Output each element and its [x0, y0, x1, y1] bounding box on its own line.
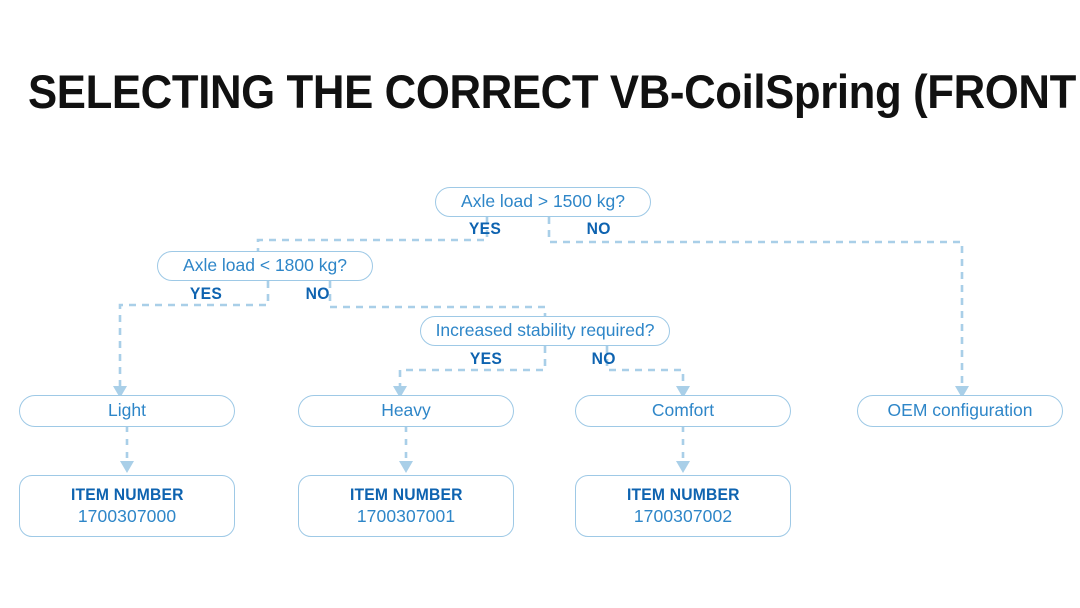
item-number-box-comfort[interactable]: ITEM NUMBER 1700307002: [575, 475, 791, 537]
branch-label-d1-no: NO: [586, 220, 611, 238]
arrowhead-comfort: [676, 386, 690, 398]
wire-d2-yes: [118, 281, 270, 388]
result-label: OEM configuration: [887, 400, 1033, 421]
decision-label: Axle load < 1800 kg?: [183, 255, 347, 276]
item-number-value: 1700307000: [77, 506, 177, 526]
decision-increased-stability[interactable]: Increased stability required?: [420, 316, 670, 346]
page-title: SELECTING THE CORRECT VB-CoilSpring (FRO…: [28, 64, 1080, 118]
result-light[interactable]: Light: [19, 395, 235, 427]
item-number-box-light[interactable]: ITEM NUMBER 1700307000: [19, 475, 235, 537]
item-number-title: ITEM NUMBER: [70, 485, 184, 504]
wire-d1-no: [547, 217, 964, 388]
wire-d3-yes: [398, 346, 547, 388]
branch-label-d2-yes: YES: [189, 285, 223, 303]
item-number-title: ITEM NUMBER: [349, 485, 463, 504]
decision-axle-load-gt-1500[interactable]: Axle load > 1500 kg?: [435, 187, 651, 217]
result-comfort[interactable]: Comfort: [575, 395, 791, 427]
item-number-box-heavy[interactable]: ITEM NUMBER 1700307001: [298, 475, 514, 537]
result-oem-configuration[interactable]: OEM configuration: [857, 395, 1063, 427]
decision-label: Increased stability required?: [435, 320, 655, 341]
branch-label-d3-no: NO: [591, 350, 616, 368]
branch-label-d2-no: NO: [305, 285, 330, 303]
wire-d3-no: [605, 346, 685, 388]
result-label: Light: [108, 400, 146, 421]
wire-d2-no: [328, 281, 547, 318]
branch-label-d1-yes: YES: [468, 220, 502, 238]
arrowhead-item-comfort: [676, 461, 690, 473]
item-number-value: 1700307001: [356, 506, 456, 526]
item-number-title: ITEM NUMBER: [626, 485, 740, 504]
branch-label-d3-yes: YES: [469, 350, 503, 368]
item-number-value: 1700307002: [633, 506, 733, 526]
arrowhead-heavy: [393, 386, 407, 398]
result-heavy[interactable]: Heavy: [298, 395, 514, 427]
arrowhead-item-light: [120, 461, 134, 473]
arrowhead-light: [113, 386, 127, 398]
wire-d1-yes: [256, 217, 489, 253]
result-label: Comfort: [651, 400, 715, 421]
decision-axle-load-lt-1800[interactable]: Axle load < 1800 kg?: [157, 251, 373, 281]
arrowhead-item-heavy: [399, 461, 413, 473]
arrowhead-oem: [955, 386, 969, 398]
result-label: Heavy: [381, 400, 431, 421]
decision-label: Axle load > 1500 kg?: [461, 191, 625, 212]
